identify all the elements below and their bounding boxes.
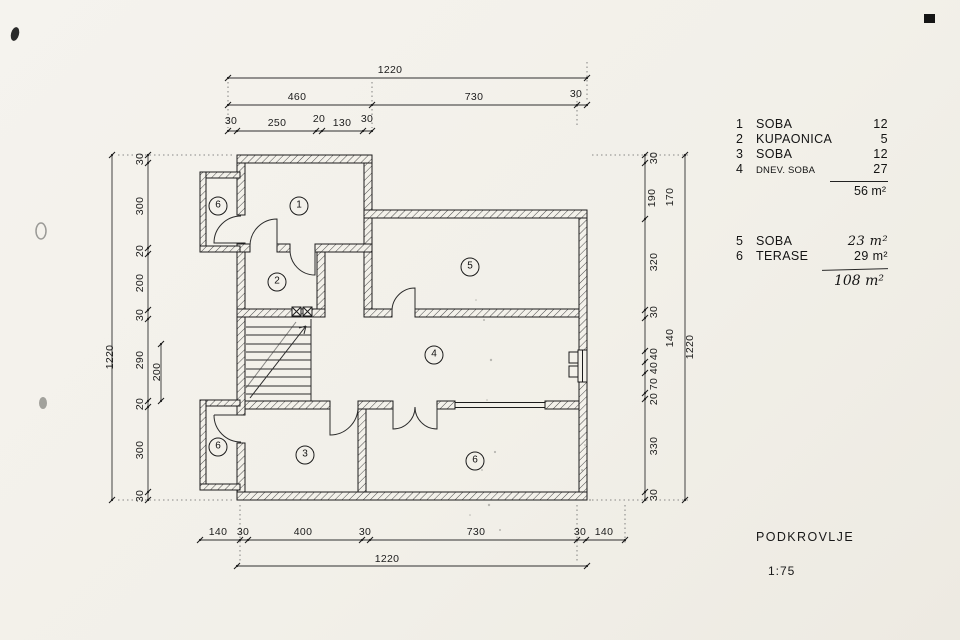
dimension-label: 330 bbox=[648, 436, 660, 456]
dimension-label: 20 bbox=[648, 392, 660, 406]
dimension-label: 170 bbox=[664, 187, 676, 207]
dimension-label: 130 bbox=[332, 117, 352, 129]
dimension-label: 30 bbox=[236, 526, 250, 538]
legend-room-name: KUPAONICA bbox=[756, 132, 833, 146]
legend-room-name: SOBA bbox=[756, 234, 793, 248]
legend-room-name: SOBA bbox=[756, 147, 793, 161]
dimension-label: 200 bbox=[134, 273, 146, 293]
room-number-marker: 6 bbox=[465, 451, 485, 471]
dimension-label: 30 bbox=[358, 526, 372, 538]
legend-row: 5 SOBA 23 m² bbox=[736, 234, 888, 249]
legend-room-number: 3 bbox=[736, 147, 744, 161]
dimension-label: 30 bbox=[648, 488, 660, 502]
room-number-marker: 6 bbox=[208, 437, 228, 457]
dimension-label: 730 bbox=[464, 91, 484, 103]
dimension-label: 30 bbox=[573, 526, 587, 538]
dimension-label: 20 bbox=[134, 397, 146, 411]
dimension-label: 20 bbox=[134, 244, 146, 258]
total-value: 108 m² bbox=[833, 273, 884, 289]
legend-room-area: 5 bbox=[880, 132, 888, 146]
dimension-label: 140 bbox=[594, 526, 614, 538]
dimension-label: 30 bbox=[134, 489, 146, 503]
legend-room-number: 6 bbox=[736, 249, 744, 263]
dimension-label: 70 bbox=[648, 377, 660, 391]
dimension-label: 30 bbox=[224, 115, 238, 127]
dimension-label: 1220 bbox=[374, 553, 400, 565]
legend-room-name: TERASE bbox=[756, 249, 809, 263]
room-number-marker: 2 bbox=[267, 272, 287, 292]
scan-artifacts bbox=[10, 14, 935, 531]
dimension-label: 20 bbox=[312, 113, 326, 125]
legend-room-area: 29 m² bbox=[854, 249, 888, 263]
dimension-label: 140 bbox=[664, 328, 676, 348]
legend-room-area: 12 bbox=[873, 147, 888, 161]
legend-room-number: 2 bbox=[736, 132, 744, 146]
dimension-label: 30 bbox=[134, 152, 146, 166]
room-number-marker: 1 bbox=[289, 196, 309, 216]
area-table-rows-2: 5 SOBA 23 m² 6 TERASE 29 m² bbox=[736, 234, 888, 264]
dimension-label: 460 bbox=[287, 91, 307, 103]
dimension-label: 30 bbox=[569, 88, 583, 100]
room-number-marker: 4 bbox=[424, 345, 444, 365]
drawing-title: PODKROVLJE bbox=[756, 530, 855, 544]
dimension-label: 40 bbox=[648, 347, 660, 361]
dimension-label: 400 bbox=[293, 526, 313, 538]
legend-room-area: 27 bbox=[873, 162, 888, 176]
doors-layer bbox=[213, 215, 438, 443]
room-number-marker: 6 bbox=[208, 196, 228, 216]
total-rule bbox=[821, 268, 889, 271]
room-number-marker: 5 bbox=[460, 257, 480, 277]
legend-row: 2 KUPAONICA 5 bbox=[736, 132, 888, 147]
walls-layer bbox=[199, 154, 588, 501]
subtotal-rule bbox=[830, 181, 888, 182]
legend-room-number: 4 bbox=[736, 162, 744, 176]
dimension-label: 300 bbox=[134, 196, 146, 216]
legend-room-name: DNEV. SOBA bbox=[756, 165, 816, 176]
dimension-label: 200 bbox=[151, 362, 163, 382]
legend-room-area: 23 m² bbox=[847, 234, 888, 249]
dimension-label: 30 bbox=[648, 305, 660, 319]
legend-gap bbox=[736, 198, 888, 234]
legend-row: 1 SOBA 12 bbox=[736, 117, 888, 132]
dimension-label: 30 bbox=[360, 113, 374, 125]
dimension-label: 1220 bbox=[684, 334, 696, 360]
legend-row: 3 SOBA 12 bbox=[736, 147, 888, 162]
dimension-label: 140 bbox=[208, 526, 228, 538]
dimension-label: 190 bbox=[646, 188, 658, 208]
dimension-lines bbox=[111, 77, 686, 567]
total-block: 108 m² bbox=[736, 268, 889, 289]
dimension-label: 250 bbox=[267, 117, 287, 129]
dimension-label: 1220 bbox=[377, 64, 403, 76]
legend-room-number: 1 bbox=[736, 117, 744, 131]
stairs bbox=[245, 319, 312, 401]
legend-room-name: SOBA bbox=[756, 117, 793, 131]
dimension-label: 320 bbox=[648, 252, 660, 272]
drawing-scale: 1:75 bbox=[768, 564, 796, 578]
legend-row: 4 DNEV. SOBA 27 bbox=[736, 162, 888, 178]
dimension-label: 290 bbox=[134, 350, 146, 370]
dimension-label: 40 bbox=[648, 361, 660, 375]
dimension-label: 30 bbox=[134, 308, 146, 322]
dimension-label: 30 bbox=[648, 151, 660, 165]
subtotal-value: 56 m² bbox=[854, 184, 886, 198]
legend-room-number: 5 bbox=[736, 234, 744, 248]
dimension-label: 1220 bbox=[104, 344, 116, 370]
dimension-label: 730 bbox=[466, 526, 486, 538]
legend-row: 6 TERASE 29 m² bbox=[736, 249, 888, 264]
dimension-label: 300 bbox=[134, 440, 146, 460]
room-number-marker: 3 bbox=[295, 445, 315, 465]
legend-room-area: 12 bbox=[873, 117, 888, 131]
windows bbox=[291, 306, 588, 408]
dimension-ticks bbox=[108, 74, 689, 570]
